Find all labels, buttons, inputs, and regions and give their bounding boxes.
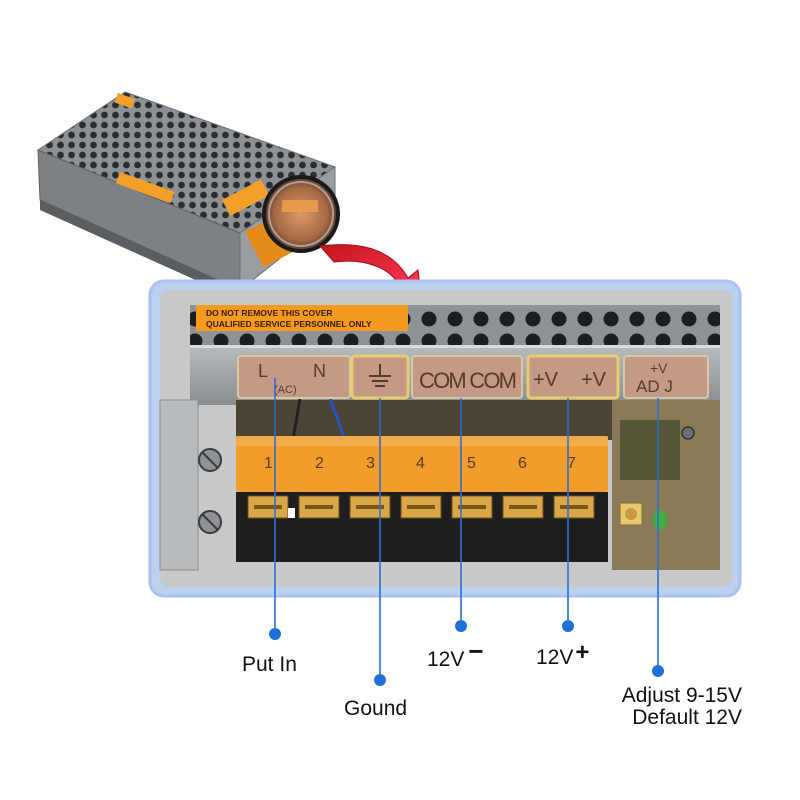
- terminal-screw-slot: [560, 505, 588, 509]
- terminal-cover: [236, 436, 608, 492]
- terminal-label-adj: [623, 355, 709, 399]
- callout-dot: [269, 628, 281, 640]
- terminal-number: 6: [518, 455, 527, 472]
- terminal-n: N: [313, 361, 326, 381]
- terminal-label-ln: [237, 355, 351, 399]
- terminal-screw-slot: [305, 505, 333, 509]
- terminal-adj-v: +V: [650, 360, 668, 376]
- label-12v-minus: 12V−: [427, 638, 484, 672]
- terminal-number: 7: [567, 455, 576, 472]
- terminal-screw-slot: [458, 505, 486, 509]
- terminal-number: 3: [366, 455, 375, 472]
- label-adjust: Adjust 9-15V: [621, 684, 742, 707]
- terminal-label-com: [411, 355, 523, 399]
- terminal-screws: [247, 495, 595, 519]
- thumbnail-caution-label: [115, 172, 175, 204]
- label-ground: Gound: [344, 697, 408, 720]
- label-12v-plus-text: 12V: [536, 646, 574, 669]
- terminal-v-2: +V: [581, 369, 607, 391]
- callout-dot: [652, 665, 664, 677]
- terminal-screw-slot: [356, 505, 384, 509]
- callouts: [274, 378, 659, 680]
- ground-icon: [369, 364, 391, 387]
- terminal-screw-slot: [254, 505, 282, 509]
- terminal-numbers: 1 2 3 4 5 6 7: [264, 455, 576, 472]
- plus-sign: +: [575, 639, 590, 666]
- terminal-l: L: [258, 361, 268, 381]
- terminal-com-com: COM COM: [419, 368, 517, 393]
- callout-dot: [455, 620, 467, 632]
- terminal-number: 2: [315, 455, 324, 472]
- terminal-v-1: +V: [533, 369, 559, 391]
- terminal-label-strip: L N (AC) COM COM +V +V +V AD J: [237, 354, 709, 400]
- terminal-screw-slot: [407, 505, 435, 509]
- housing-screw-icon: [681, 426, 695, 440]
- led-indicator: [653, 510, 667, 530]
- terminal-ac: (AC): [274, 384, 297, 396]
- callout-dots: [269, 620, 664, 686]
- terminal-number: 5: [467, 455, 476, 472]
- warning-line-1: DO NOT REMOVE THIS COVER: [206, 308, 333, 318]
- label-12v-plus: 12V+: [536, 641, 589, 670]
- magnifier-icon: [262, 175, 340, 253]
- terminal-screw-slot: [509, 505, 537, 509]
- label-put-in: Put In: [242, 653, 297, 676]
- warning-label: [196, 305, 408, 331]
- label-default: Default 12V: [632, 706, 742, 729]
- callout-dot: [374, 674, 386, 686]
- terminal-adj: AD J: [636, 377, 673, 396]
- callout-dot: [562, 620, 574, 632]
- terminal-number: 4: [416, 455, 425, 472]
- minus-sign: −: [468, 636, 484, 666]
- enlarged-view: DO NOT REMOVE THIS COVER QUALIFIED SERVI…: [148, 279, 742, 598]
- terminal-label-v: [526, 354, 620, 400]
- label-12v-minus-text: 12V: [427, 648, 465, 671]
- warning-line-2: QUALIFIED SERVICE PERSONNEL ONLY: [206, 319, 372, 329]
- thumbnail-warning-label: [222, 179, 270, 216]
- terminal-number: 1: [264, 455, 273, 472]
